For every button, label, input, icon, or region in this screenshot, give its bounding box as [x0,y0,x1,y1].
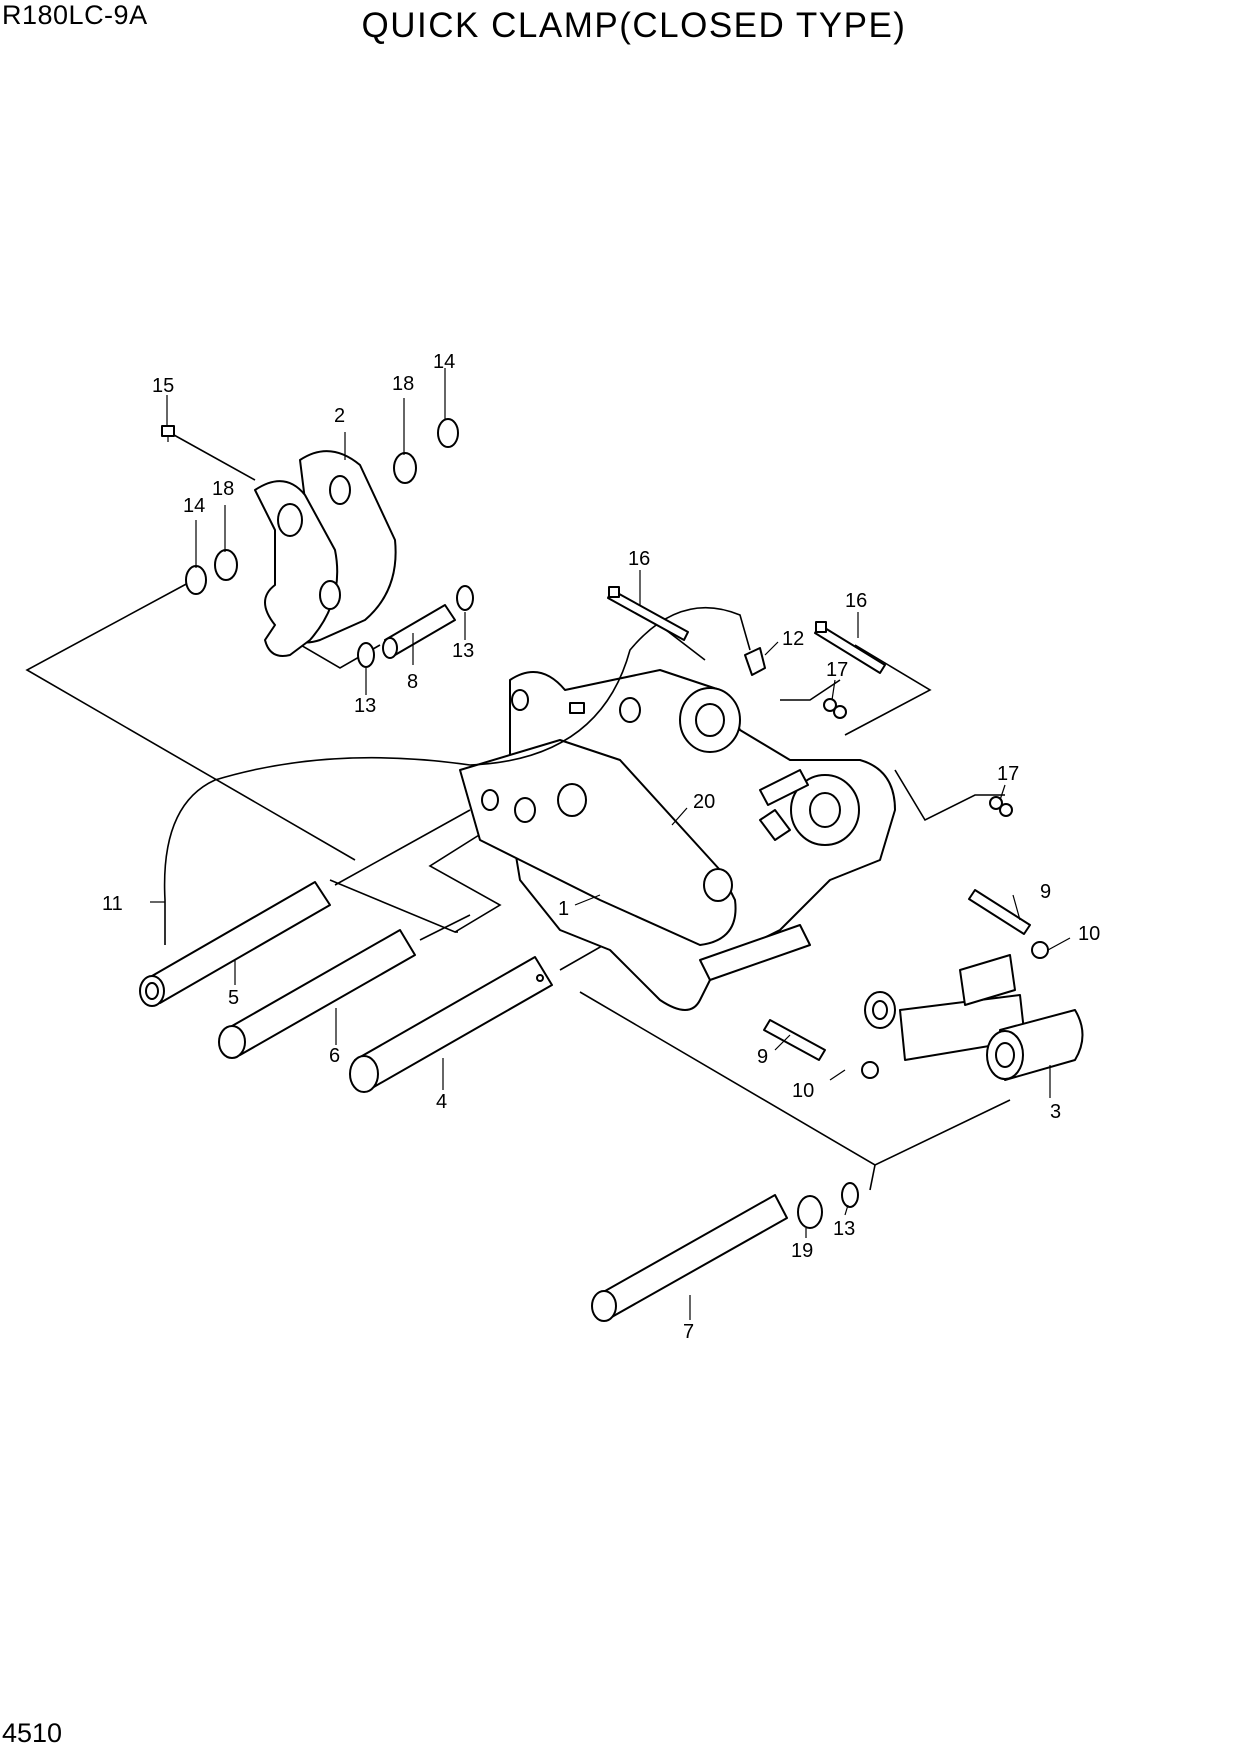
callout-11: 11 [102,893,123,915]
callout-4: 4 [436,1091,447,1113]
callout-13: 13 [354,695,376,717]
callout-labels: 15 2 18 14 18 14 13 8 13 16 16 12 17 17 … [102,351,1100,1343]
rings-and-washers [185,418,859,1229]
callout-9: 9 [757,1046,768,1068]
callout-17: 17 [826,659,848,681]
ring-13b [456,585,474,611]
page-number: 4510 [2,1718,63,1748]
hook-body-part [254,450,397,657]
callout-3: 3 [1050,1101,1061,1123]
cable-part-11 [163,606,751,945]
cover-part-20 [759,809,791,841]
callout-17: 17 [997,763,1019,785]
pin-part-6 [218,929,416,1059]
model-number: R180LC-9A [2,0,148,30]
pin-part-7 [591,1194,788,1322]
pin-part-8 [382,604,456,659]
pin-part-4 [349,956,553,1093]
callout-9: 9 [1040,881,1051,903]
plate-part-12 [744,647,766,676]
ring-18a [214,549,238,581]
nut-parts-17 [823,698,1013,817]
ring-13c [841,1182,859,1208]
callout-2: 2 [334,405,345,427]
callout-7: 7 [683,1321,694,1343]
callout-10: 10 [792,1080,814,1102]
hose-parts-9 [763,889,1031,1061]
callout-8: 8 [407,671,418,693]
callout-5: 5 [228,987,239,1009]
main-frame-part [459,669,896,1011]
callout-20: 20 [693,791,715,813]
callout-18: 18 [212,478,234,500]
callout-14: 14 [183,495,205,517]
callout-15: 15 [152,375,174,397]
callout-10: 10 [1078,923,1100,945]
cylinder-part-3 [864,954,1084,1081]
diagram-title: QUICK CLAMP(CLOSED TYPE) [361,6,907,45]
callout-1: 1 [558,898,569,920]
callout-13: 13 [833,1218,855,1240]
callout-16: 16 [845,590,867,612]
callout-12: 12 [782,628,804,650]
callout-16: 16 [628,548,650,570]
callout-19: 19 [791,1240,813,1262]
bolt-parts-16 [607,586,886,674]
ring-14b [437,418,459,448]
grease-nipple-part-15 [161,425,175,442]
callout-18: 18 [392,373,414,395]
ring-19 [797,1195,823,1229]
ring-13a [357,642,375,668]
callout-leaders [150,368,1071,1320]
ring-18b [393,452,417,484]
ring-14a [185,565,207,595]
callout-14: 14 [433,351,455,373]
fitting-parts-10 [861,941,1049,1079]
callout-6: 6 [329,1045,340,1067]
pin-part-5 [139,881,331,1007]
callout-13: 13 [452,640,474,662]
